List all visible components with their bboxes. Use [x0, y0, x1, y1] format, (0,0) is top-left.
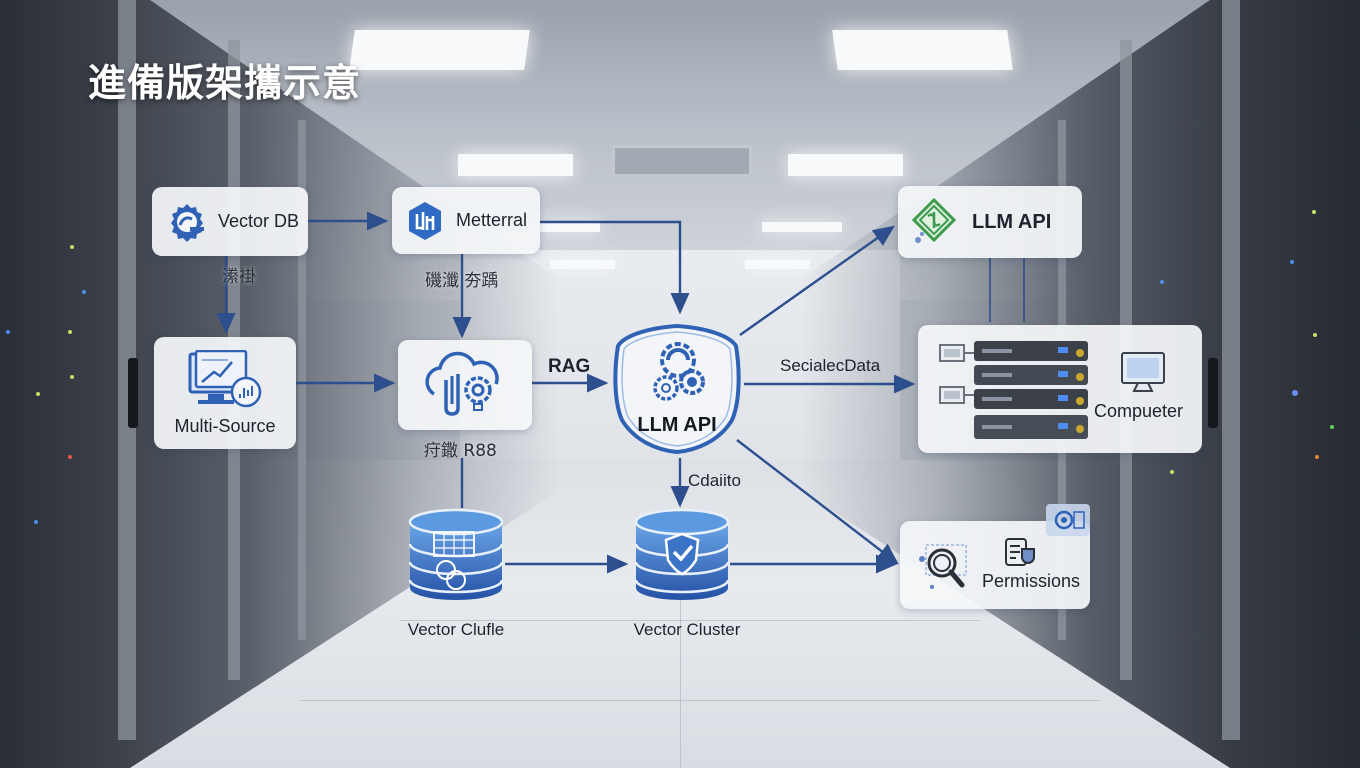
ceiling-vent	[612, 145, 752, 177]
status-led	[70, 375, 74, 379]
status-led	[68, 455, 72, 459]
metterral-caption: 磯瀸 夯踽	[425, 271, 499, 291]
node-cloud-process[interactable]	[398, 340, 532, 430]
status-led	[34, 520, 38, 524]
vector-cluster-label: Vector Cluster	[633, 620, 741, 639]
gears-icon	[648, 336, 708, 410]
edge-label-secial-data: SecialecData	[780, 356, 881, 375]
monitor-icon	[1118, 349, 1168, 395]
rack-handle	[1208, 358, 1218, 428]
database-shield-check-icon	[634, 508, 730, 600]
edge-label-cdaiito: Cdaiito	[688, 471, 741, 490]
gear-g-icon	[166, 201, 208, 243]
status-led	[1315, 455, 1319, 459]
vector-clufle-label: Vector Clufle	[407, 620, 505, 639]
rack-door-frame	[298, 120, 306, 640]
node-vector-db[interactable]: Vector DB	[152, 187, 308, 256]
checklist-icon	[1004, 537, 1040, 569]
green-diamond-chip-icon	[910, 196, 958, 248]
status-led	[1330, 425, 1334, 429]
status-led	[1160, 280, 1164, 284]
ceiling-light	[550, 260, 615, 269]
ceiling-light	[788, 154, 903, 176]
rack-door-frame	[1222, 0, 1240, 740]
node-llm-api-hub[interactable]: LLM API	[612, 322, 742, 456]
status-led	[6, 330, 10, 334]
node-metterral[interactable]: Metterral	[392, 187, 540, 254]
node-label: Vector DB	[218, 211, 300, 231]
node-multi-source[interactable]: Multi-Source	[154, 337, 296, 449]
status-led	[36, 392, 40, 396]
cloud-gear-icon	[422, 350, 508, 420]
status-led	[82, 290, 86, 294]
diagram-title: 進備版架攜示意	[88, 61, 362, 105]
status-led	[1313, 333, 1317, 337]
node-label: Multi-Source	[174, 415, 276, 436]
ceiling-light	[745, 260, 810, 269]
status-led	[68, 330, 72, 334]
node-label: LLM API	[972, 210, 1052, 233]
hub-label: LLM API	[637, 414, 717, 436]
permissions-badge-icon	[1046, 504, 1090, 536]
floor-line	[400, 620, 980, 621]
ceiling-light	[458, 154, 573, 176]
hexagon-logo-icon	[406, 200, 444, 242]
ceiling-light	[762, 222, 842, 232]
server-stack-icon	[938, 337, 1096, 445]
node-llm-api-right[interactable]: LLM API	[898, 186, 1082, 258]
status-led	[1292, 390, 1298, 396]
node-vector-clufle[interactable]	[408, 508, 504, 604]
database-grid-robot-icon	[408, 508, 504, 600]
rack-handle	[128, 358, 138, 428]
rack-door-frame	[118, 0, 136, 740]
status-led	[70, 245, 74, 249]
status-led	[1170, 470, 1174, 474]
vector-db-caption: 潫褂	[222, 267, 256, 287]
status-led	[1312, 210, 1316, 214]
edge-label-rag: RAG	[548, 356, 591, 377]
node-label: Metterral	[456, 210, 528, 230]
ceiling-light	[832, 30, 1013, 70]
node-label: Compueter	[1094, 401, 1184, 421]
node-computer[interactable]: Compueter	[918, 325, 1202, 453]
cloud-process-caption: 疛鏾 R88	[424, 441, 497, 461]
node-vector-cluster[interactable]	[634, 508, 730, 604]
floor-line	[680, 490, 681, 768]
floor-line	[300, 700, 1100, 701]
ceiling-light	[540, 222, 600, 232]
status-led	[1290, 260, 1294, 264]
ceiling-light	[349, 30, 530, 70]
search-magnifier-icon	[916, 537, 976, 597]
node-label: Permissions	[982, 571, 1081, 591]
monitor-chart-icon	[184, 349, 266, 410]
